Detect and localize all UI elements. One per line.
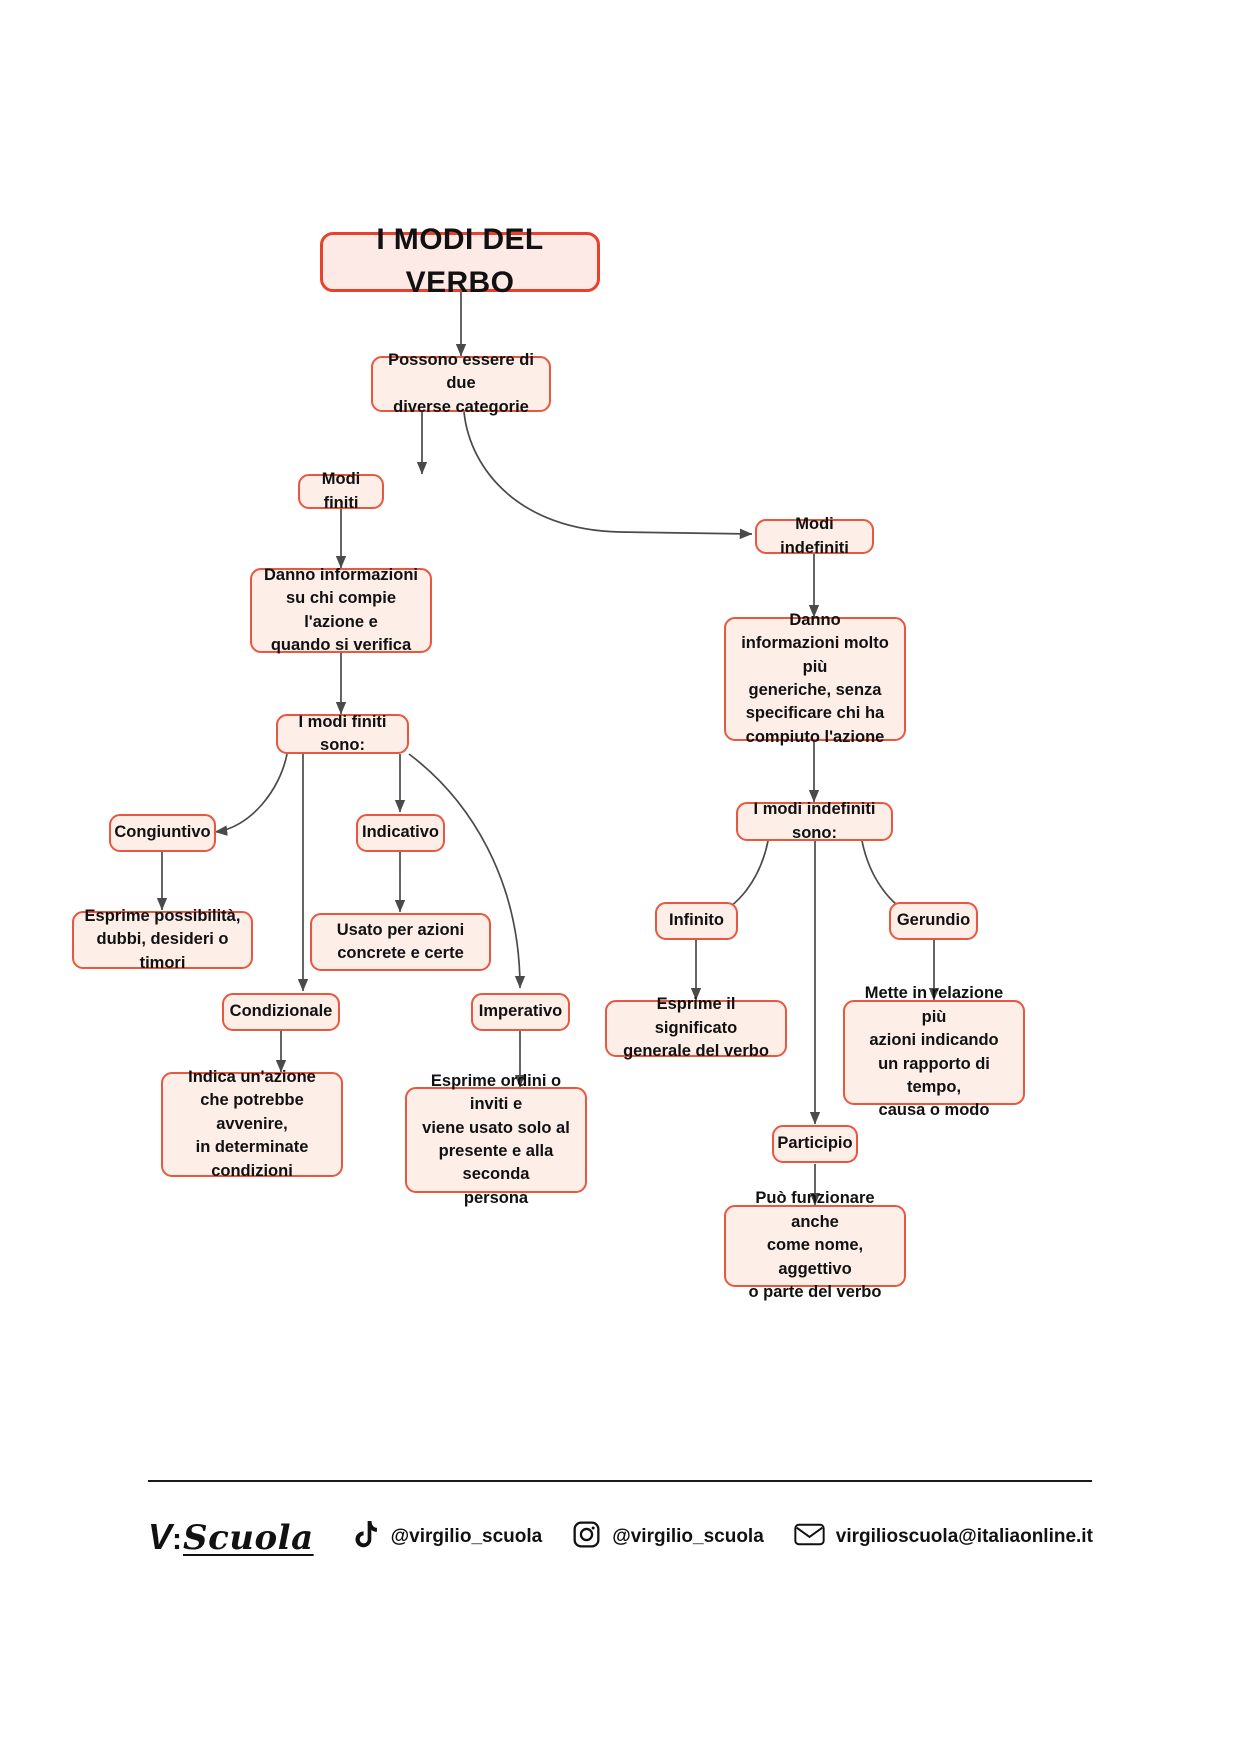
instagram-icon bbox=[572, 1520, 601, 1554]
edge-finiti-to-congiuntivo bbox=[214, 753, 288, 836]
logo-wordmark: Scuola bbox=[183, 1518, 314, 1558]
email-address: virgilioscuola@italiaonline.it bbox=[835, 1526, 1093, 1547]
node-imperativo[interactable]: Imperativo bbox=[471, 993, 570, 1031]
node-i-modi-finiti-sono[interactable]: I modi finiti sono: bbox=[276, 713, 409, 754]
edge-categorie-to-indefiniti bbox=[463, 411, 753, 540]
node-congiuntivo-descrizione[interactable]: Esprime possibilità, dubbi, desideri o t… bbox=[72, 907, 253, 972]
node-title-i-modi-del-verbo[interactable]: I MODI DEL VERBO bbox=[320, 223, 600, 299]
node-i-modi-indefiniti-sono[interactable]: I modi indefiniti sono: bbox=[736, 800, 893, 842]
tiktok-icon bbox=[354, 1520, 380, 1554]
node-indefiniti-descrizione[interactable]: Danno informazioni molto più generiche, … bbox=[724, 611, 906, 746]
node-modi-finiti[interactable]: Modi finiti bbox=[298, 470, 384, 512]
instagram-link[interactable]: @virgilio_scuola bbox=[572, 1520, 764, 1554]
logo-colon: : bbox=[172, 1523, 183, 1556]
node-gerundio-descrizione[interactable]: Mette in relazione più azioni indicando … bbox=[843, 984, 1025, 1119]
node-imperativo-descrizione[interactable]: Esprime ordini o inviti e viene usato so… bbox=[405, 1072, 587, 1207]
node-infinito-descrizione[interactable]: Esprime il significato generale del verb… bbox=[605, 995, 787, 1060]
node-infinito[interactable]: Infinito bbox=[655, 902, 738, 940]
node-congiuntivo[interactable]: Congiuntivo bbox=[109, 814, 216, 852]
instagram-handle: @virgilio_scuola bbox=[612, 1526, 764, 1547]
node-modi-indefiniti[interactable]: Modi indefiniti bbox=[755, 515, 874, 557]
node-participio-descrizione[interactable]: Può funzionare anche come nome, aggettiv… bbox=[724, 1189, 906, 1301]
email-link[interactable]: virgilioscuola@italiaonline.it bbox=[794, 1522, 1093, 1552]
footer-divider bbox=[148, 1480, 1092, 1482]
node-condizionale-descrizione[interactable]: Indica un'azione che potrebbe avvenire, … bbox=[161, 1068, 343, 1180]
mail-icon bbox=[794, 1522, 825, 1552]
node-indicativo-descrizione[interactable]: Usato per azioni concrete e certe bbox=[310, 913, 491, 971]
node-gerundio[interactable]: Gerundio bbox=[889, 902, 978, 940]
virgilio-scuola-logo: V : Scuola bbox=[148, 1516, 314, 1558]
node-condizionale[interactable]: Condizionale bbox=[222, 993, 340, 1031]
node-indicativo[interactable]: Indicativo bbox=[356, 814, 445, 852]
logo-letter-v: V bbox=[148, 1516, 172, 1557]
tiktok-link[interactable]: @virgilio_scuola bbox=[354, 1520, 543, 1554]
node-possono-essere-due-categorie[interactable]: Possono essere di due diverse categorie bbox=[371, 351, 551, 416]
node-finiti-descrizione[interactable]: Danno informazioni su chi compie l'azion… bbox=[250, 566, 432, 654]
node-participio[interactable]: Participio bbox=[772, 1125, 858, 1163]
tiktok-handle: @virgilio_scuola bbox=[390, 1526, 543, 1547]
